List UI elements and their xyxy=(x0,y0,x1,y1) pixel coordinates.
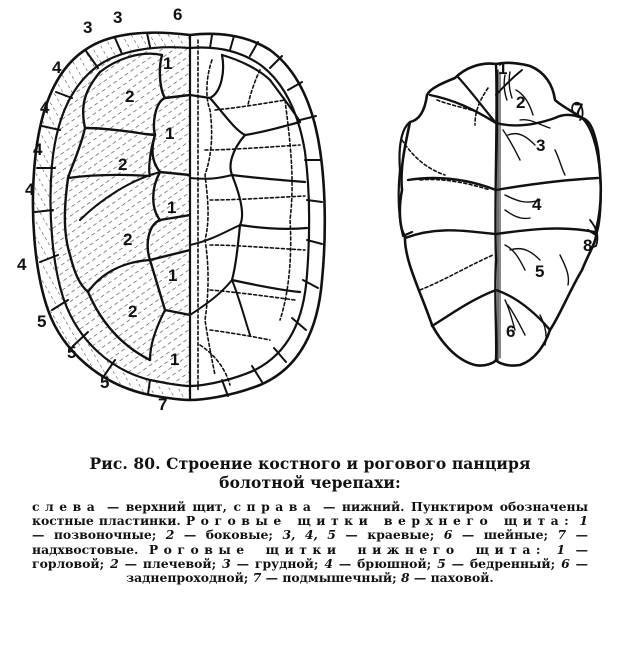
scute-number: 3, 4, 5 xyxy=(273,527,336,543)
carapace-drawing xyxy=(31,31,327,402)
scute-number: 2 xyxy=(104,555,119,571)
scute-name: — паховой. xyxy=(409,570,494,586)
scute-name: — бедренный; xyxy=(445,555,556,571)
right-text: — нижний. Пунктиром обозначены костные п… xyxy=(32,499,588,529)
caption-title: Рис. 80. Строение костного и рогового па… xyxy=(0,454,620,492)
carapace-number-label: 1 xyxy=(165,124,175,143)
carapace-number-label: 4 xyxy=(25,180,35,199)
caption-body: слева — верхний щит, справа — нижний. Пу… xyxy=(32,499,589,585)
scute-number: 1 xyxy=(579,513,589,529)
shell-drawings xyxy=(31,31,603,402)
carapace-number-label: 2 xyxy=(125,87,135,106)
carapace-number-label: 1 xyxy=(170,350,180,369)
lower-heading: Роговые щитки нижнего щита: xyxy=(148,541,546,557)
scute-name: — краевые; xyxy=(335,527,435,543)
carapace-number-label: 1 xyxy=(163,54,173,73)
carapace-number-label: 3 xyxy=(113,8,123,27)
plastron-number-label: 4 xyxy=(532,195,542,214)
carapace-number-label: 5 xyxy=(100,373,110,392)
left-text: — верхний щит, xyxy=(100,499,234,514)
carapace-number-label: 5 xyxy=(37,312,47,331)
carapace-number-label: 2 xyxy=(123,230,133,249)
plastron-drawing xyxy=(397,61,603,367)
figure-caption: Рис. 80. Строение костного и рогового па… xyxy=(0,454,620,585)
caption-title-line1: Рис. 80. Строение костного и рогового па… xyxy=(89,454,531,473)
carapace-number-label: 7 xyxy=(158,395,168,414)
carapace-number-label: 1 xyxy=(168,266,178,285)
right-label: справа xyxy=(233,499,317,514)
turtle-shell-figure xyxy=(31,31,603,402)
scute-name: — позвоночные; xyxy=(32,527,157,543)
carapace-number-label: 4 xyxy=(52,58,62,77)
scute-number: 5 xyxy=(431,555,446,571)
scute-number: 6 xyxy=(555,555,570,571)
plastron-number-label: 7 xyxy=(574,100,584,119)
scute-number: 1 xyxy=(556,541,566,557)
scute-number: 4 xyxy=(318,555,333,571)
scute-name: — шейные; xyxy=(452,527,549,543)
plastron-number-label: 5 xyxy=(535,262,545,281)
carapace-number-label: 4 xyxy=(33,140,43,159)
plastron-number-label: 6 xyxy=(506,322,516,341)
carapace-number-label: 4 xyxy=(40,98,50,117)
upper-heading: Роговые щитки верхнего щита: xyxy=(185,513,575,529)
scute-number: 6 xyxy=(434,527,453,543)
plastron-number-label: 3 xyxy=(536,136,546,155)
scute-name: — горловой; xyxy=(32,541,588,571)
scute-name: — надхвостовые. xyxy=(32,527,589,557)
scute-name: — брюшной; xyxy=(332,555,432,571)
scute-name: — боковые; xyxy=(174,527,273,543)
scute-number: 3 xyxy=(216,555,231,571)
scute-name: — плечевой; xyxy=(118,555,217,571)
carapace-number-label: 3 xyxy=(83,18,93,37)
plastron-number-label: 2 xyxy=(516,93,526,112)
carapace-number-label: 2 xyxy=(118,155,128,174)
scute-number: 2 xyxy=(156,527,175,543)
upper-scute-list: 1 — позвоночные; 2 — боковые; 3, 4, 5 — … xyxy=(32,513,589,557)
left-label: слева xyxy=(32,499,101,514)
scute-name: — подмышечный; xyxy=(261,570,397,586)
scute-name: — заднепроходной; xyxy=(126,555,589,586)
scute-name: — грудной; xyxy=(230,555,319,571)
caption-title-line2: болотной черепахи: xyxy=(219,473,401,492)
carapace-number-label: 5 xyxy=(67,343,77,362)
scute-number: 8 xyxy=(396,570,410,586)
scute-number: 7 xyxy=(248,570,262,586)
carapace-number-label: 4 xyxy=(17,255,27,274)
plastron-number-label: 8 xyxy=(583,236,593,255)
carapace-number-label: 2 xyxy=(128,302,138,321)
carapace-number-label: 6 xyxy=(173,5,183,24)
scute-number: 7 xyxy=(548,527,567,543)
plastron-number-label: 1 xyxy=(498,59,508,78)
carapace-number-label: 1 xyxy=(167,198,177,217)
lower-scute-list: 1 — горловой; 2 — плечевой; 3 — грудной;… xyxy=(32,542,588,585)
